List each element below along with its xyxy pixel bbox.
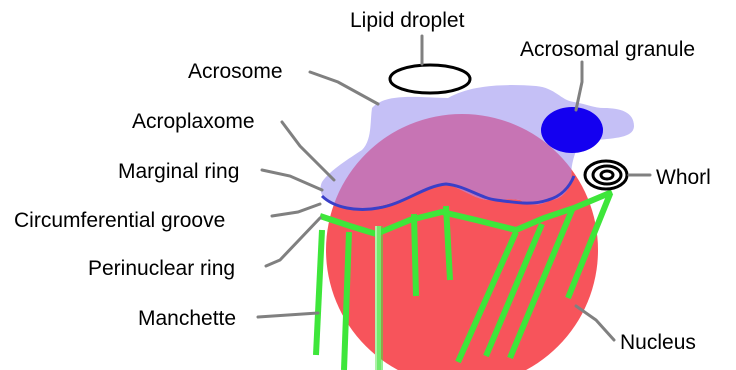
acrosomal-granule xyxy=(541,107,603,153)
leader-perinuclear-ring xyxy=(266,218,320,266)
label-lipid-droplet: Lipid droplet xyxy=(350,9,465,32)
lipid-droplet xyxy=(390,65,470,93)
leader-circumferential-groove xyxy=(272,204,320,216)
label-acroplaxome: Acroplaxome xyxy=(132,110,255,133)
label-acrosomal-granule: Acrosomal granule xyxy=(520,38,695,61)
label-marginal-ring: Marginal ring xyxy=(118,160,239,183)
label-acrosome: Acrosome xyxy=(188,60,283,83)
leader-acrosome xyxy=(310,72,378,104)
label-circumferential-groove: Circumferential groove xyxy=(14,209,225,232)
leader-acrosomal-granule xyxy=(576,62,582,110)
leader-marginal-ring xyxy=(262,170,322,190)
leader-nucleus xyxy=(576,306,614,340)
leader-manchette xyxy=(258,313,318,317)
label-whorl: Whorl xyxy=(656,166,711,189)
label-manchette: Manchette xyxy=(138,307,236,330)
label-nucleus: Nucleus xyxy=(620,331,696,354)
leader-acroplaxome xyxy=(282,122,334,180)
whorl xyxy=(585,161,627,189)
label-perinuclear-ring: Perinuclear ring xyxy=(88,257,235,280)
